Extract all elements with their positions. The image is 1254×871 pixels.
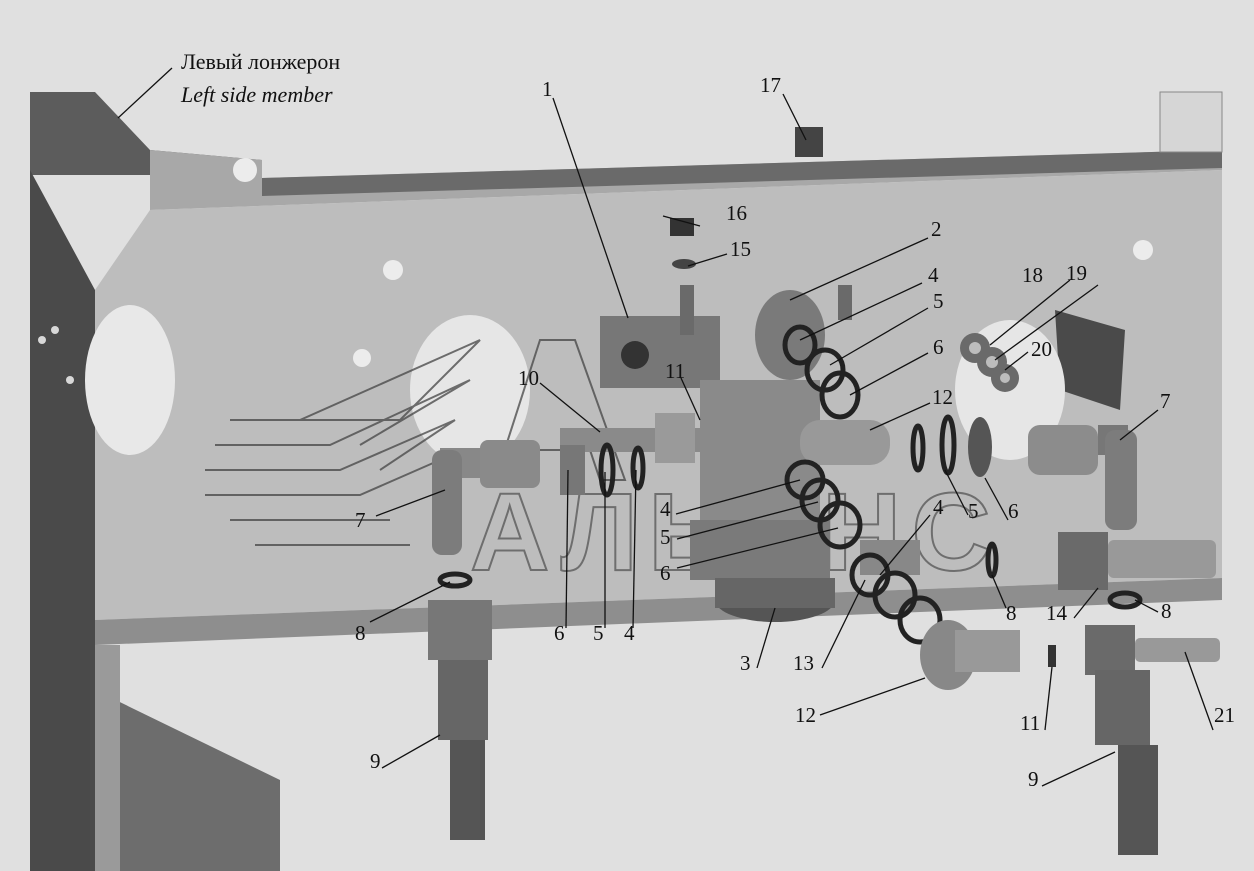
callout-5d: 5: [593, 621, 604, 645]
callout-4d: 4: [624, 621, 635, 645]
callout-12a: 12: [932, 385, 953, 409]
callout-8b: 8: [355, 621, 366, 645]
callout-17: 17: [760, 73, 781, 97]
seal-rings: [437, 324, 1143, 645]
callout-12b: 12: [795, 703, 816, 727]
callout-13: 13: [793, 651, 814, 675]
callout-6d: 6: [554, 621, 565, 645]
callout-20: 20: [1031, 337, 1052, 361]
callout-19: 19: [1066, 261, 1087, 285]
callout-6b: 6: [660, 561, 671, 585]
leader-lines: [117, 67, 1214, 787]
side-member-beam: [30, 91, 1223, 871]
caption-english: Left side member: [180, 82, 333, 107]
valve-assembly: [560, 285, 920, 622]
callout-11a: 11: [665, 359, 685, 383]
callout-5b: 5: [660, 525, 671, 549]
callout-5c: 5: [968, 499, 979, 523]
callout-15: 15: [730, 237, 751, 261]
callout-1: 1: [542, 77, 553, 101]
callout-8a: 8: [1006, 601, 1017, 625]
callout-10: 10: [518, 366, 539, 390]
washers-18-20: [960, 333, 1019, 477]
callout-8c: 8: [1161, 599, 1172, 623]
callout-6a: 6: [933, 335, 944, 359]
callout-9b: 9: [1028, 767, 1039, 791]
callout-6c: 6: [1008, 499, 1019, 523]
callout-7b: 7: [355, 508, 366, 532]
callout-4a: 4: [928, 263, 939, 287]
callout-5a: 5: [933, 289, 944, 313]
callout-7a: 7: [1160, 389, 1171, 413]
callout-21: 21: [1214, 703, 1235, 727]
callout-4b: 4: [660, 497, 671, 521]
callout-3: 3: [740, 651, 751, 675]
callout-14: 14: [1046, 601, 1068, 625]
callout-4c: 4: [933, 495, 944, 519]
callout-11b: 11: [1020, 711, 1040, 735]
callout-16: 16: [726, 201, 747, 225]
callout-labels: 1 2 3 4 5 6 12 7 10 11 7 15 16 17 18 19 …: [355, 73, 1235, 791]
fittings-and-hoses: [428, 127, 1220, 855]
caption-russian: Левый лонжерон: [181, 49, 340, 74]
callout-2: 2: [931, 217, 942, 241]
callout-9a: 9: [370, 749, 381, 773]
callout-18: 18: [1022, 263, 1043, 287]
